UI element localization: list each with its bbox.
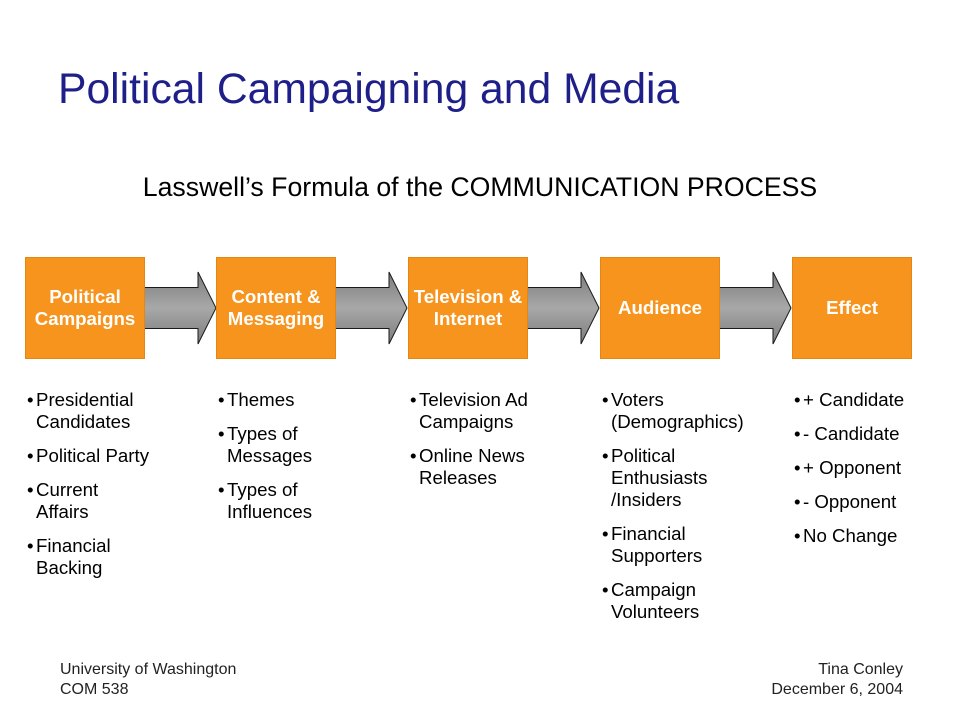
word: Change <box>832 525 898 546</box>
word: Themes <box>227 389 295 410</box>
word: Political <box>36 445 101 466</box>
footer-institution: University of Washington <box>60 661 237 678</box>
footer-left: University of Washington COM 538 <box>60 660 236 700</box>
word: /Insiders <box>611 489 682 510</box>
bullet-item: Types of Influences <box>218 479 344 523</box>
stage-box-audience: Audience <box>600 257 720 359</box>
arrow-shape <box>523 271 600 345</box>
word: Current <box>36 479 99 500</box>
bullet-item: - Candidate <box>794 423 920 445</box>
word: Presidential <box>36 389 134 410</box>
word: Financial <box>611 523 686 544</box>
word: Influences <box>227 501 313 522</box>
word: Opponent <box>814 491 897 512</box>
bullet-item: Financial Supporters <box>602 523 728 567</box>
bullet-item: Current Affairs <box>27 479 153 523</box>
word: Financial <box>36 535 111 556</box>
bullet-item: Financial Backing <box>27 535 153 579</box>
stage-label: Political Campaigns <box>34 286 136 329</box>
bullet-item: + Opponent <box>794 457 920 479</box>
bullet-item: Political Party <box>27 445 153 467</box>
bullet-item: No Change <box>794 525 920 547</box>
stage-bullet-list-political-campaigns: Presidential Candidates Political Party … <box>27 389 153 591</box>
stage-bullet-list-audience: Voters (Demographics) Political Enthusia… <box>602 389 744 635</box>
footer-right: Tina Conley December 6, 2004 <box>771 660 903 700</box>
word: Messages <box>227 445 313 466</box>
flow-arrow-2 <box>331 271 408 345</box>
stage-label: Content & Messaging <box>227 286 325 329</box>
word: Types <box>227 479 277 500</box>
word: Television <box>419 389 501 410</box>
stage-box-political-campaigns: Political Campaigns <box>25 257 145 359</box>
flow-arrow-3 <box>523 271 600 345</box>
word: Candidate <box>819 389 905 410</box>
arrow-shape <box>715 271 792 345</box>
word: Backing <box>36 557 103 578</box>
word: of <box>281 479 298 500</box>
stage-box-television-internet: Television & Internet <box>408 257 528 359</box>
stage-label: Audience <box>618 297 702 318</box>
word: Party <box>105 445 150 466</box>
word: Campaign <box>611 579 697 600</box>
bullet-item: Voters (Demographics) <box>602 389 744 433</box>
bullet-item: Campaign Volunteers <box>602 579 728 623</box>
word: No <box>803 525 827 546</box>
stage-label: Television & Internet <box>413 286 523 329</box>
word: + <box>803 457 814 478</box>
stage-box-effect: Effect <box>792 257 912 359</box>
word: Political <box>611 445 676 466</box>
stage-bullet-list-effect: + Candidate - Candidate + Opponent - Opp… <box>794 389 920 559</box>
word: Candidate <box>814 423 900 444</box>
bullet-item: Political Enthusiasts /Insiders <box>602 445 728 511</box>
flow-arrow-1 <box>140 271 217 345</box>
stage-box-content-messaging: Content & Messaging <box>216 257 336 359</box>
word: Releases <box>419 467 497 488</box>
bullet-item: Online News Releases <box>410 445 536 489</box>
bullet-item: Television Ad Campaigns <box>410 389 536 433</box>
word: Voters <box>611 389 664 410</box>
word: - <box>803 491 810 512</box>
flow-arrow-4 <box>715 271 792 345</box>
word: News <box>478 445 525 466</box>
slide-title: Political Campaigning and Media <box>58 65 680 113</box>
footer-author: Tina Conley <box>818 661 903 678</box>
bullet-item: Presidential Candidates <box>27 389 153 433</box>
word: Volunteers <box>611 601 700 622</box>
word: Affairs <box>36 501 89 522</box>
slide-subtitle: Lasswell’s Formula of the COMMUNICATION … <box>142 172 818 202</box>
stage-bullet-list-content-messaging: Themes Types of Messages Types of Influe… <box>218 389 344 535</box>
word: Online <box>419 445 473 466</box>
footer-date: December 6, 2004 <box>771 681 903 698</box>
bullet-item: Types of Messages <box>218 423 344 467</box>
word: Types <box>227 423 277 444</box>
word: Supporters <box>611 545 703 566</box>
word: of <box>281 423 298 444</box>
footer-course: COM 538 <box>60 681 129 698</box>
word: Candidates <box>36 411 131 432</box>
stage-label: Effect <box>826 297 878 318</box>
word: Enthusiasts <box>611 467 708 488</box>
word: Opponent <box>819 457 902 478</box>
bullet-item: Themes <box>218 389 344 411</box>
arrow-shape <box>140 271 217 345</box>
stage-bullet-list-television-internet: Television Ad Campaigns Online News Rele… <box>410 389 536 501</box>
bullet-item: + Candidate <box>794 389 920 411</box>
word: Ad <box>505 389 528 410</box>
arrow-shape <box>331 271 408 345</box>
word: - <box>803 423 810 444</box>
bullet-item: - Opponent <box>794 491 920 513</box>
word: Campaigns <box>419 411 514 432</box>
word: (Demographics) <box>611 411 744 432</box>
word: + <box>803 389 814 410</box>
